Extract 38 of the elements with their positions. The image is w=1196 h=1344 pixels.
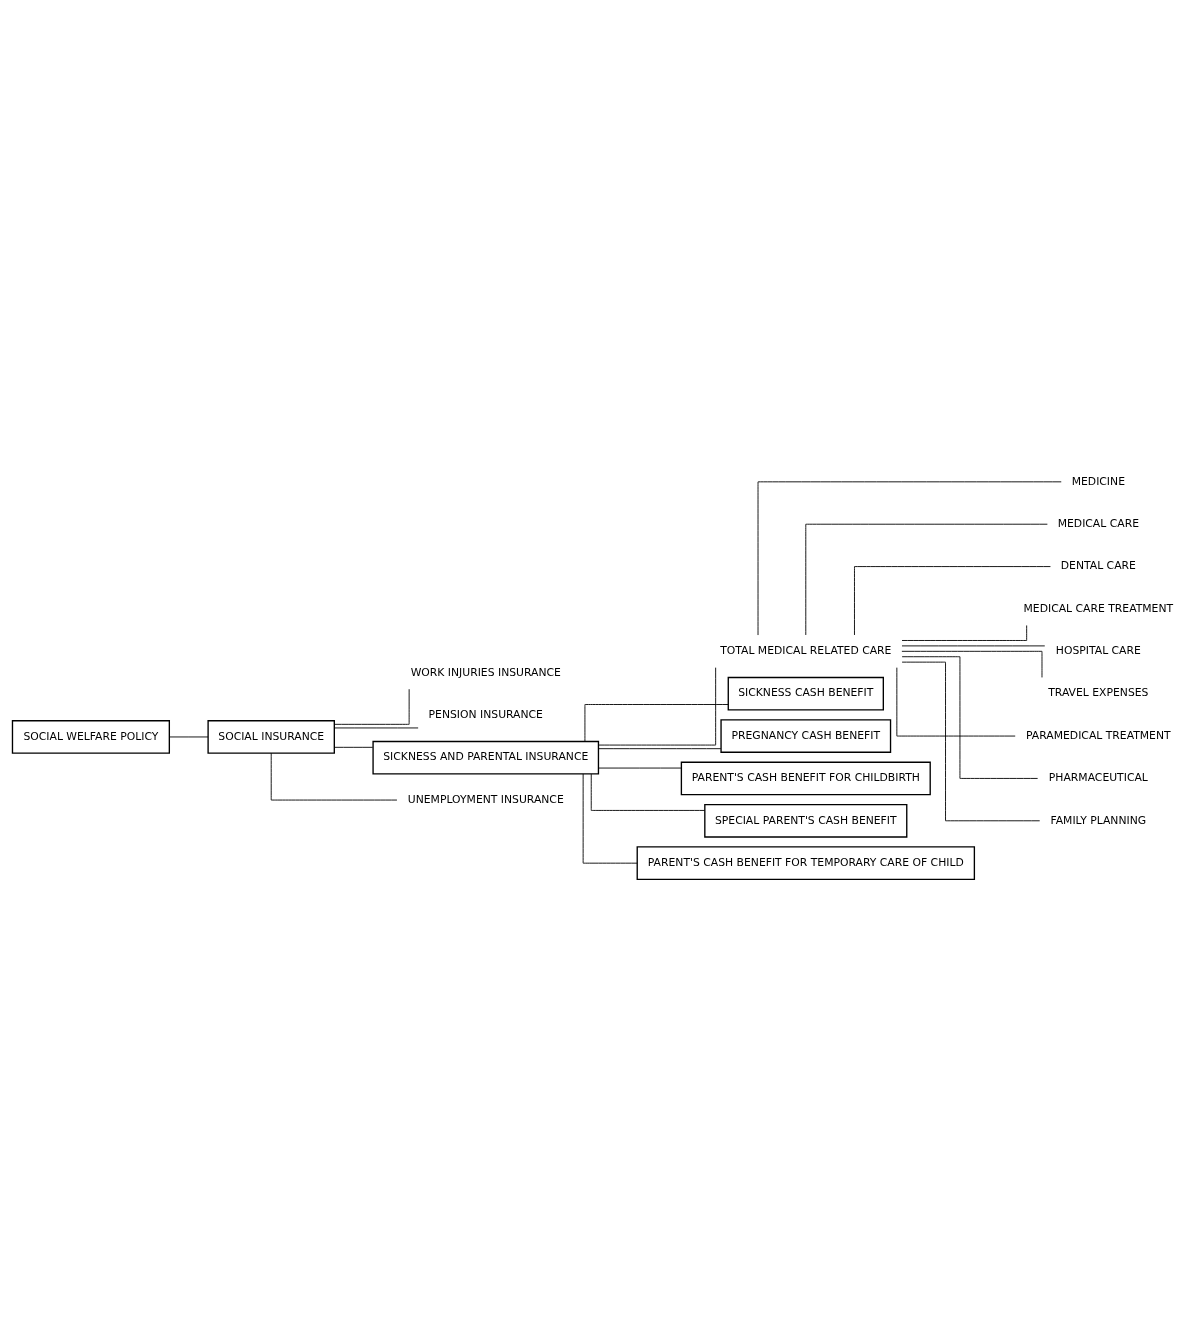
node-text: TOTAL MEDICAL RELATED CARE bbox=[720, 643, 892, 657]
node-box: SOCIAL INSURANCE bbox=[207, 719, 335, 754]
connector bbox=[854, 565, 1051, 635]
connector bbox=[901, 661, 1041, 821]
node-text: UNEMPLOYMENT INSURANCE bbox=[407, 792, 564, 806]
connector bbox=[333, 746, 374, 748]
node-text: MEDICINE bbox=[1071, 474, 1125, 488]
connector bbox=[598, 666, 717, 746]
node-box: SPECIAL PARENT'S CASH BENEFIT bbox=[704, 803, 908, 838]
connector bbox=[333, 727, 419, 728]
node-text: MEDICAL CARE bbox=[1057, 516, 1139, 530]
node-text: WORK INJURIES INSURANCE bbox=[410, 665, 561, 679]
connector bbox=[582, 773, 638, 864]
node-text: PENSION INSURANCE bbox=[428, 707, 543, 721]
node-box: PARENT'S CASH BENEFIT FOR TEMPORARY CARE OF CHILD bbox=[636, 845, 976, 880]
node-text: HOSPITAL CARE bbox=[1055, 643, 1141, 657]
connector bbox=[598, 767, 682, 768]
connector bbox=[901, 655, 1039, 779]
node-box: PARENT'S CASH BENEFIT FOR CHILDBIRTH bbox=[680, 761, 931, 795]
connector bbox=[334, 688, 410, 725]
node-text: PHARMACEUTICAL bbox=[1048, 770, 1148, 784]
connector bbox=[169, 736, 209, 737]
connector bbox=[896, 666, 1016, 736]
node-text: FAMILY PLANNING bbox=[1050, 813, 1147, 827]
connector bbox=[590, 773, 706, 811]
connector bbox=[598, 747, 722, 749]
node-text: TRAVEL EXPENSES bbox=[1048, 685, 1149, 699]
connector bbox=[901, 624, 1028, 641]
node-text: MEDICAL CARE TREATMENT bbox=[1023, 601, 1174, 615]
connector bbox=[584, 703, 729, 742]
connector bbox=[901, 650, 1043, 678]
connector bbox=[270, 752, 398, 800]
node-text: PARAMEDICAL TREATMENT bbox=[1026, 728, 1171, 742]
node-box: SOCIAL WELFARE POLICY bbox=[11, 719, 170, 754]
node-text: DENTAL CARE bbox=[1060, 558, 1136, 572]
node-box: SICKNESS CASH BENEFIT bbox=[727, 676, 884, 711]
node-box: SICKNESS AND PARENTAL INSURANCE bbox=[372, 740, 600, 775]
node-box: PREGNANCY CASH BENEFIT bbox=[720, 718, 892, 753]
